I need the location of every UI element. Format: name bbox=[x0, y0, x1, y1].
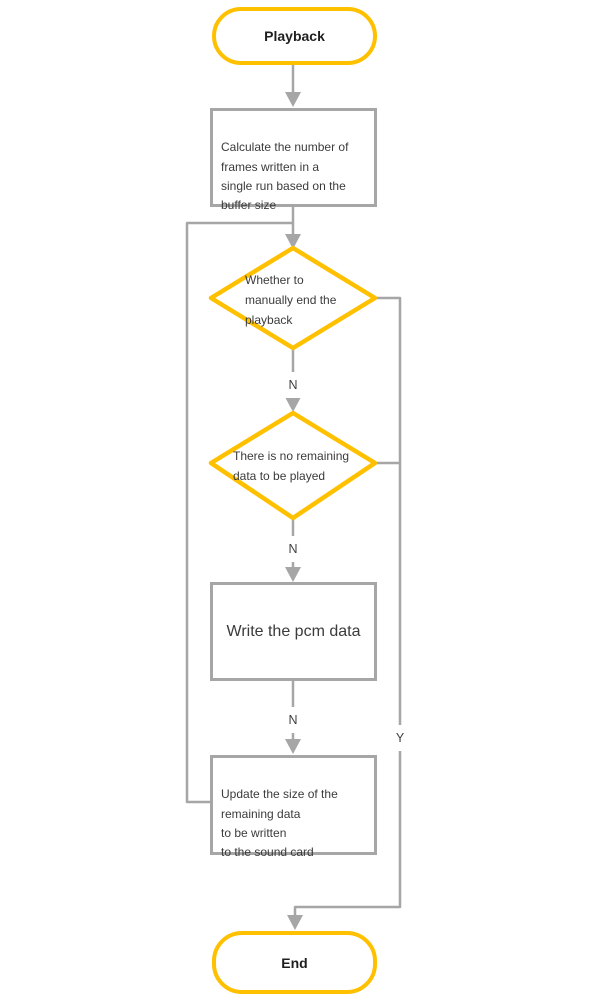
end-label: End bbox=[281, 954, 308, 971]
arrowhead bbox=[285, 234, 301, 249]
write-pcm-process: Write the pcm data bbox=[210, 582, 377, 681]
arrowhead bbox=[285, 397, 301, 412]
edge-label-no-3: N bbox=[284, 707, 302, 733]
arrowhead bbox=[285, 739, 301, 754]
calc-frames-process: Calculate the number of frames written i… bbox=[210, 108, 377, 212]
start-terminator: Playback bbox=[212, 7, 377, 65]
arrowhead bbox=[285, 92, 301, 107]
arrowhead bbox=[287, 915, 303, 930]
edge-label-no-1: N bbox=[284, 372, 302, 398]
write-pcm-label: Write the pcm data bbox=[226, 622, 361, 640]
decision-no-remaining-label: There is no remaining data to be played bbox=[233, 449, 350, 483]
start-label: Playback bbox=[264, 28, 325, 44]
edge-label-no-2: N bbox=[284, 536, 302, 562]
end-terminator: End bbox=[212, 931, 377, 994]
arrowhead bbox=[285, 567, 301, 582]
decision-manual-end-label: Whether to manually end the playback bbox=[245, 273, 337, 327]
yes-connector bbox=[293, 296, 402, 917]
decision-no-remaining-shape bbox=[208, 410, 378, 521]
loop-back-connector bbox=[185, 221, 293, 804]
edge-label-yes: Y bbox=[391, 725, 409, 751]
calc-frames-label: Calculate the number of frames written i… bbox=[221, 140, 349, 213]
update-size-process: Update the size of the remaining data to… bbox=[210, 755, 377, 859]
update-size-label: Update the size of the remaining data to… bbox=[221, 787, 338, 860]
decision-manual-end-shape bbox=[208, 245, 378, 351]
